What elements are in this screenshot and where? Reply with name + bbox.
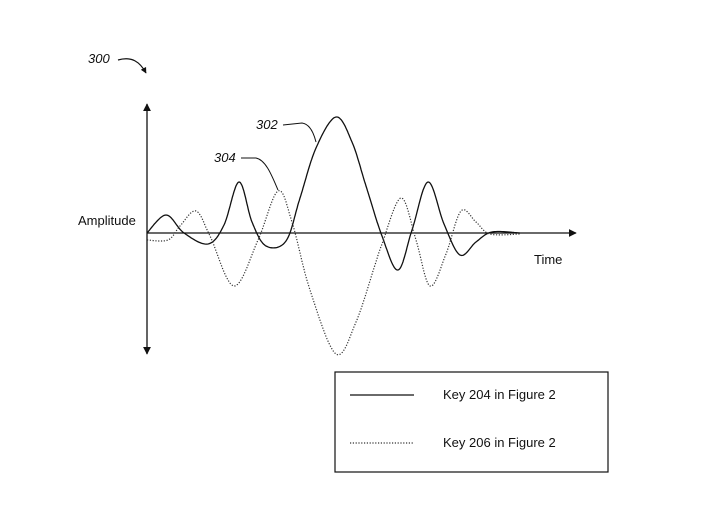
legend-label-solid: Key 204 in Figure 2 bbox=[443, 387, 556, 402]
signal-curve-304 bbox=[147, 190, 520, 356]
legend-label-dotted: Key 206 in Figure 2 bbox=[443, 435, 556, 450]
figure-ref-arrow bbox=[117, 58, 147, 74]
time-label: Time bbox=[534, 252, 562, 267]
legend-box bbox=[334, 371, 609, 473]
amplitude-label: Amplitude bbox=[78, 213, 136, 228]
curve-302-ref-label: 302 bbox=[256, 117, 278, 132]
signal-curve-302 bbox=[146, 116, 520, 271]
curve-302-leader-line bbox=[282, 122, 317, 143]
legend: Key 204 in Figure 2 Key 206 in Figure 2 bbox=[334, 371, 609, 473]
curve-304-leader-line bbox=[241, 157, 279, 191]
figure-ref-number: 300 bbox=[88, 51, 110, 66]
curve-304-ref-label: 304 bbox=[214, 150, 236, 165]
